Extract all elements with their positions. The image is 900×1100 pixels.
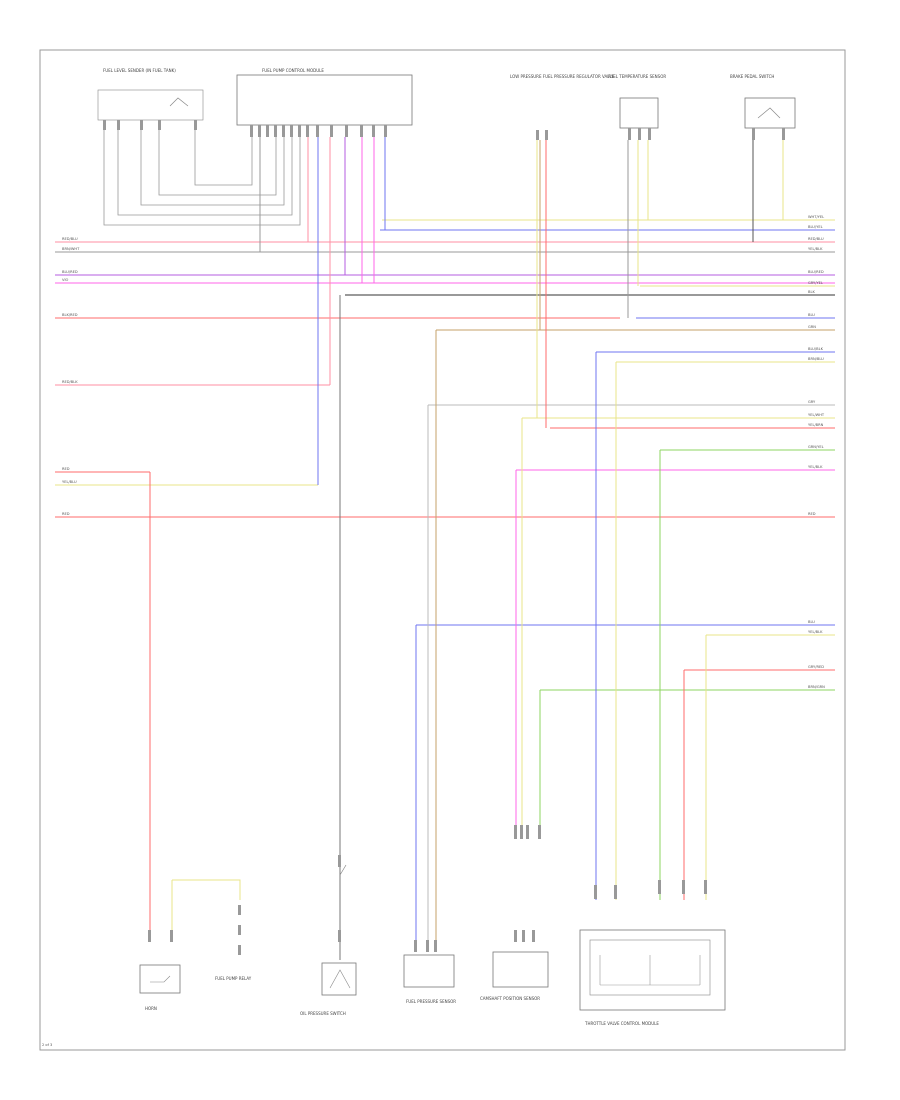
fuel-pump-control-module: FUEL PUMP CONTROL MODULE — [236, 68, 413, 137]
svg-text:BRN/BLU: BRN/BLU — [808, 357, 824, 361]
fuel-temperature-sensor: FUEL TEMPERATURE SENSOR — [608, 74, 666, 140]
svg-text:GRY/RED: GRY/RED — [808, 665, 824, 669]
svg-text:BLU/RED: BLU/RED — [808, 270, 824, 274]
camshaft-sensor-label: CAMSHAFT POSITION SENSOR — [480, 996, 540, 1001]
svg-text:GRN: GRN — [808, 325, 816, 329]
oil-pressure-switch: OIL PRESSURE SWITCH — [300, 855, 357, 1016]
svg-text:BLU/RED: BLU/RED — [62, 270, 78, 274]
wire-bus — [55, 219, 835, 691]
throttle-module-label: THROTTLE VALVE CONTROL MODULE — [584, 1021, 659, 1026]
svg-text:RED: RED — [62, 512, 70, 516]
svg-text:VIO: VIO — [62, 278, 69, 282]
svg-text:BLU: BLU — [808, 313, 815, 317]
brake-pedal-switch: BRAKE PEDAL SWITCH — [730, 74, 796, 140]
oil-pressure-switch-label: OIL PRESSURE SWITCH — [300, 1011, 346, 1016]
svg-text:YEL/BRN: YEL/BRN — [808, 423, 824, 427]
svg-text:GRN/YEL: GRN/YEL — [808, 445, 824, 449]
svg-text:YEL/BLK: YEL/BLK — [808, 247, 823, 251]
svg-text:BLK/RED: BLK/RED — [62, 313, 78, 317]
fuel-pressure-regulator-label: LOW PRESSURE FUEL PRESSURE REGULATOR VAL… — [510, 74, 615, 79]
svg-text:YEL/BLU: YEL/BLU — [62, 480, 77, 484]
right-wire-labels: WHT/YEL BLU/YEL RED/BLU YEL/BLK BLU/RED … — [808, 215, 825, 689]
fuel-pressure-regulator: LOW PRESSURE FUEL PRESSURE REGULATOR VAL… — [510, 74, 615, 140]
fuel-pump-relay: FUEL PUMP RELAY — [215, 905, 252, 981]
fuel-pump-relay-label: FUEL PUMP RELAY — [215, 976, 252, 981]
fuel-pressure-sensor-label: FUEL PRESSURE SENSOR — [406, 999, 456, 1004]
svg-text:GRY: GRY — [808, 400, 816, 404]
svg-text:BLU/YEL: BLU/YEL — [808, 225, 823, 229]
svg-text:BRN/WHT: BRN/WHT — [62, 247, 80, 251]
throttle-valve-control-module: THROTTLE VALVE CONTROL MODULE — [579, 880, 726, 1026]
svg-text:YEL/BLK: YEL/BLK — [808, 465, 823, 469]
fuel-temp-sensor-label: FUEL TEMPERATURE SENSOR — [608, 74, 666, 79]
left-wire-labels: RED/BLU BRN/WHT BLU/RED VIO BLK/RED RED/… — [62, 237, 80, 516]
brake-pedal-switch-label: BRAKE PEDAL SWITCH — [730, 74, 774, 79]
fuel-pump-module-label: FUEL PUMP CONTROL MODULE — [262, 68, 324, 73]
fuel-level-sender-label: FUEL LEVEL SENDER (IN FUEL TANK) — [103, 68, 176, 73]
svg-text:BLK: BLK — [808, 290, 815, 294]
svg-text:BLU/BLK: BLU/BLK — [808, 347, 824, 351]
diagram-frame — [39, 49, 846, 1051]
horn-label: HORN — [145, 1006, 157, 1011]
svg-text:RED/BLU: RED/BLU — [808, 237, 824, 241]
svg-text:GRY/YEL: GRY/YEL — [808, 281, 823, 285]
camshaft-position-sensor: CAMSHAFT POSITION SENSOR — [480, 825, 549, 1001]
svg-text:WHT/YEL: WHT/YEL — [808, 215, 824, 219]
fuel-level-sender: FUEL LEVEL SENDER (IN FUEL TANK) — [97, 68, 204, 130]
svg-text:RED/BLU: RED/BLU — [62, 237, 78, 241]
svg-text:RED: RED — [808, 512, 816, 516]
svg-text:BRN/GRN: BRN/GRN — [808, 685, 825, 689]
svg-text:YEL/WHT: YEL/WHT — [808, 413, 825, 417]
svg-text:YEL/BLK: YEL/BLK — [808, 630, 823, 634]
horn: HORN — [139, 930, 181, 1011]
svg-text:RED/BLK: RED/BLK — [62, 380, 78, 384]
vertical-wires — [149, 137, 784, 960]
page-number: 2 of 3 — [42, 1043, 52, 1047]
fuel-pressure-sensor: FUEL PRESSURE SENSOR — [403, 940, 456, 1004]
sender-wire-loops — [103, 130, 301, 226]
svg-text:BLU: BLU — [808, 620, 815, 624]
svg-text:RED: RED — [62, 467, 70, 471]
